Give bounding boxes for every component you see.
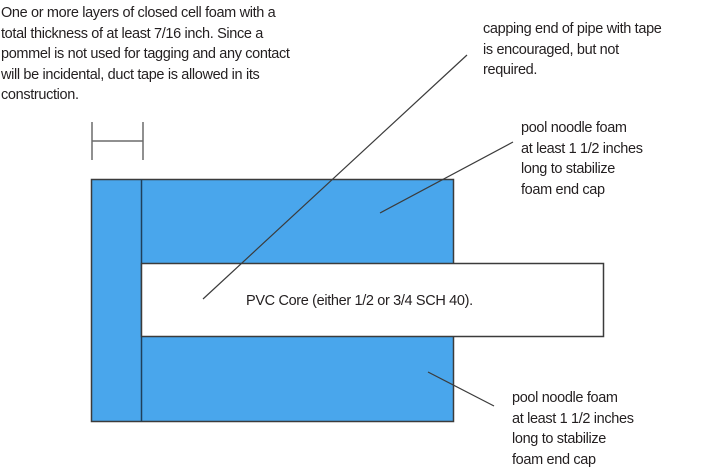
- note-line: is encouraged, but not: [483, 41, 619, 58]
- note-line: long to stabilize: [512, 431, 606, 447]
- note-line: required.: [483, 62, 538, 78]
- note-line: at least 1 1/2 inches: [512, 410, 634, 427]
- thickness-dimension-marker: [91, 122, 144, 160]
- note-line: foam end cap: [512, 451, 596, 468]
- note-line: pommel is not used for tagging and any c…: [1, 46, 290, 62]
- pool-noodle-note-top: pool noodle foam at least 1 1/2 inches l…: [521, 118, 643, 200]
- note-line: total thickness of at least 7/16 inch. S…: [1, 25, 263, 42]
- note-line: foam end cap: [521, 181, 605, 198]
- note-line: pool noodle foam: [521, 120, 627, 136]
- note-line: long to stabilize: [521, 161, 615, 177]
- note-line: will be incidental, duct tape is allowed…: [1, 66, 260, 83]
- note-line: One or more layers of closed cell foam w…: [1, 5, 276, 21]
- leader-line-pipe-cap: [202, 54, 468, 300]
- leader-line-noodle-bottom: [427, 371, 495, 407]
- note-line: at least 1 1/2 inches: [521, 140, 643, 157]
- foam-layers-note: One or more layers of closed cell foam w…: [1, 3, 290, 106]
- leader-line-noodle-top: [379, 141, 514, 214]
- pvc-core: [140, 262, 605, 338]
- pool-noodle-note-bottom: pool noodle foam at least 1 1/2 inches l…: [512, 388, 634, 470]
- pvc-core-label: PVC Core (either 1/2 or 3/4 SCH 40).: [246, 293, 473, 309]
- note-line: pool noodle foam: [512, 390, 618, 406]
- note-line: construction.: [1, 87, 79, 103]
- note-line: capping end of pipe with tape: [483, 21, 662, 37]
- pipe-cap-note: capping end of pipe with tape is encoura…: [483, 19, 662, 81]
